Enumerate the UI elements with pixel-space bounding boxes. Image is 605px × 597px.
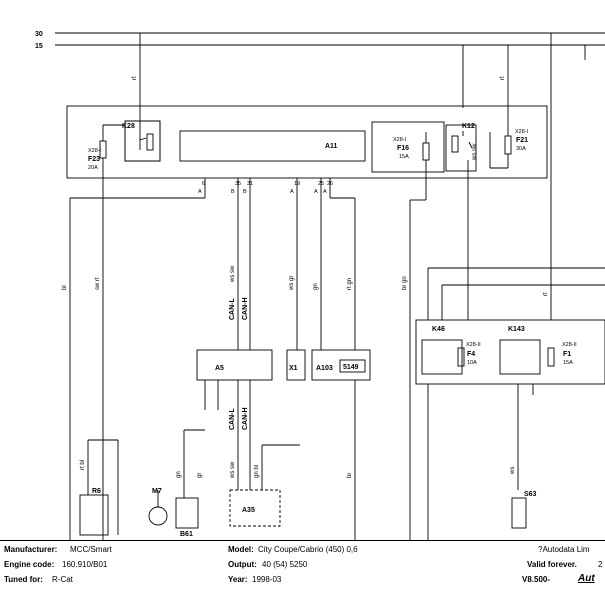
a11-pin-19: 19 — [294, 181, 300, 187]
f4-conn-label: X28-II — [466, 342, 481, 348]
rail-30-label: 30 — [35, 31, 43, 38]
manufacturer-label: Manufacturer: — [4, 545, 58, 554]
a11-conn-19: A — [290, 189, 294, 195]
wire-bl: bl — [62, 285, 68, 290]
wire-wsgr: ws gr — [289, 276, 295, 291]
f1-name-label: F1 — [563, 351, 571, 358]
f23-name-label: F23 — [88, 156, 100, 163]
manufacturer-value: MCC/Smart — [70, 545, 112, 554]
wire-gnbl: gn bl — [254, 465, 260, 478]
f16-name-label: F16 — [397, 145, 409, 152]
s63-label: S63 — [524, 491, 537, 498]
tuned-value: R-Cat — [52, 575, 73, 584]
output-label: Output: — [228, 560, 257, 569]
f16-conn-label: X28-I — [393, 137, 407, 143]
k28-label: K28 — [122, 123, 135, 130]
model-label: Model: — [228, 545, 254, 554]
wire-rt-k28: rt — [132, 76, 138, 80]
k143-label: K143 — [508, 326, 525, 333]
a11-pin-25: 25 — [318, 181, 324, 187]
wire-canl-lower: CAN-L — [229, 408, 236, 430]
f23-rating-label: 20A — [88, 165, 98, 171]
wire-brgn: br gn — [402, 276, 408, 290]
brand-logo: Aut — [578, 573, 595, 584]
year-value: 1998-03 — [252, 575, 282, 584]
a11-conn-31: B — [243, 189, 247, 195]
wire-br: br — [347, 473, 353, 478]
a35-label: A35 — [242, 507, 255, 514]
f4-name-label: F4 — [467, 351, 475, 358]
r6-label: R6 — [92, 488, 101, 495]
a11-conn-35: B — [231, 189, 235, 195]
model-value: City Coupe/Cabrio (450) 0,6 — [258, 545, 358, 554]
year-label: Year: — [228, 575, 248, 584]
k12-label: K12 — [462, 123, 475, 130]
f1-conn-label: X28-II — [562, 342, 577, 348]
wire-rt-f21: rt — [500, 76, 506, 80]
wire-swrt: sw rt — [95, 277, 101, 290]
m7-label: M7 — [152, 488, 162, 495]
wire-canh-lower: CAN-H — [242, 407, 249, 430]
a11-pin-6: 6 — [202, 181, 205, 187]
wire-canl-upper: CAN-L — [229, 298, 236, 320]
a11-conn-26: A — [323, 189, 327, 195]
wire-ws: ws — [510, 467, 516, 475]
wire-rtbl: rt bl — [80, 460, 86, 470]
f4-rating-label: 10A — [467, 360, 477, 366]
copyright-text: ?Autodata Lim — [538, 545, 590, 554]
wire-wssw-a5: ws sw — [230, 265, 236, 283]
valid-text: Valid forever. — [527, 560, 577, 569]
wire-gn: gn — [313, 283, 319, 290]
b61-label: B61 — [180, 531, 193, 538]
a103-label: A103 — [316, 365, 333, 372]
output-value: 40 (54) 5250 — [262, 560, 308, 569]
f1-rating-label: 15A — [563, 360, 573, 366]
version-text: V8.500- — [522, 575, 551, 584]
a103-box-label: 5149 — [343, 364, 359, 371]
wire-rt-k143: rt — [543, 292, 549, 296]
x1-label: X1 — [289, 365, 298, 372]
wiring-diagram: 30 15 A11 K28 K12 X28-I F23 20A X28-I F1… — [35, 31, 605, 540]
wire-wssw-k12: ws sw — [472, 143, 478, 161]
a11-conn-6: A — [198, 189, 202, 195]
wire-rtgn: rt gn — [347, 278, 353, 290]
a5-label: A5 — [215, 365, 224, 372]
a11-pin-31: 31 — [247, 181, 253, 187]
valid-tail: 2 — [598, 560, 603, 569]
f16-rating-label: 15A — [399, 154, 409, 160]
a11-label: A11 — [325, 143, 338, 150]
engine-label: Engine code: — [4, 560, 55, 569]
a11-pin-26: 26 — [327, 181, 333, 187]
a11-pin-35: 35 — [235, 181, 241, 187]
f23-conn-label: X28-I — [88, 148, 102, 154]
f21-conn-label: X28-I — [515, 129, 529, 135]
footer: Manufacturer: MCC/Smart Engine code: 160… — [0, 540, 605, 597]
wire-wssw-a35: ws sw — [230, 461, 236, 479]
wire-canh-upper: CAN-H — [242, 297, 249, 320]
f21-name-label: F21 — [516, 137, 528, 144]
f21-rating-label: 30A — [516, 146, 526, 152]
engine-value: 160.910/B01 — [62, 560, 108, 569]
wire-gr: gr — [197, 473, 203, 478]
a11-conn-25: A — [314, 189, 318, 195]
wire-gn-b61: gn — [176, 471, 182, 478]
k46-label: K46 — [432, 326, 445, 333]
tuned-label: Tuned for: — [4, 575, 43, 584]
rail-15-label: 15 — [35, 43, 43, 50]
